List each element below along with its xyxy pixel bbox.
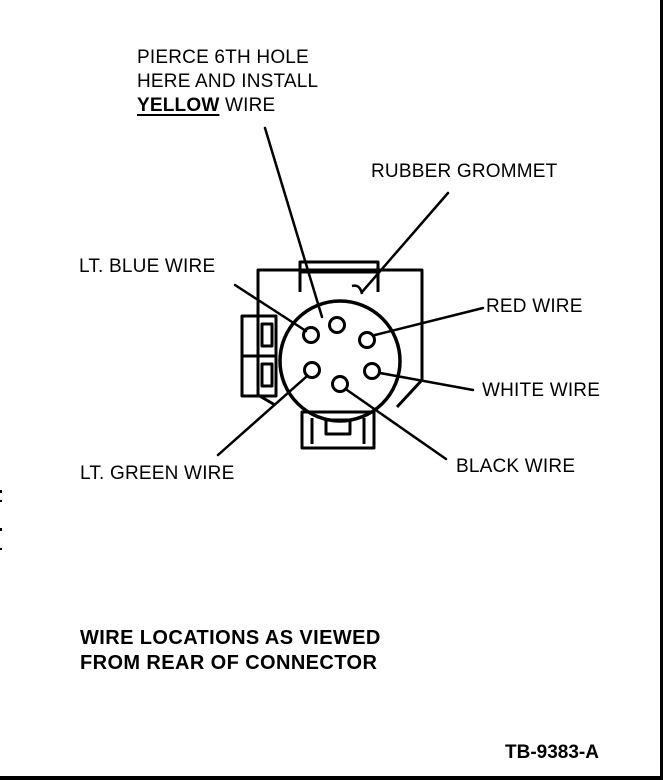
view-note-line1: WIRE LOCATIONS AS VIEWED: [80, 627, 381, 649]
top-latch: [298, 260, 380, 292]
rubber-grommet: [351, 284, 364, 295]
pierce-label-line1: PIERCE 6TH HOLE: [137, 47, 309, 68]
rubber-grommet-label: RUBBER GROMMET: [371, 161, 558, 182]
red-terminal: [358, 331, 376, 349]
left-lock-tab: [240, 314, 278, 398]
pierce-label-line3: YELLOW WIRE: [137, 94, 275, 118]
lt-green-wire-label: LT. GREEN WIRE: [80, 463, 235, 484]
white-wire-label: WHITE WIRE: [482, 380, 601, 401]
lt-blue-leader: [233, 283, 308, 333]
grommet-leader: [360, 191, 450, 294]
yellow-terminal: [328, 316, 346, 334]
yellow-emphasis: YELLOW: [137, 95, 220, 116]
black-terminal: [331, 375, 349, 393]
pierce-label-wire: WIRE: [219, 95, 276, 116]
lt-green-leader: [216, 375, 308, 457]
view-note-line2: FROM REAR OF CONNECTOR: [80, 652, 378, 674]
black-leader: [345, 388, 448, 461]
figure-code: TB-9383-A: [505, 742, 599, 763]
lt-blue-terminal: [302, 326, 320, 344]
view-note: WIRE LOCATIONS AS VIEWED FROM REAR OF CO…: [80, 626, 381, 676]
yellow-leader: [263, 126, 324, 319]
frame-bottom-border: [0, 776, 663, 780]
white-leader: [378, 371, 475, 392]
connector-face: [278, 299, 402, 423]
lt-blue-wire-label: LT. BLUE WIRE: [79, 256, 216, 277]
lt-green-terminal: [303, 361, 321, 379]
pierce-label-line2: HERE AND INSTALL: [137, 71, 319, 92]
red-leader: [373, 306, 485, 337]
black-wire-label: BLACK WIRE: [456, 456, 576, 477]
red-wire-label: RED WIRE: [486, 296, 583, 317]
frame-right-border: [660, 0, 663, 780]
white-terminal: [363, 362, 381, 380]
